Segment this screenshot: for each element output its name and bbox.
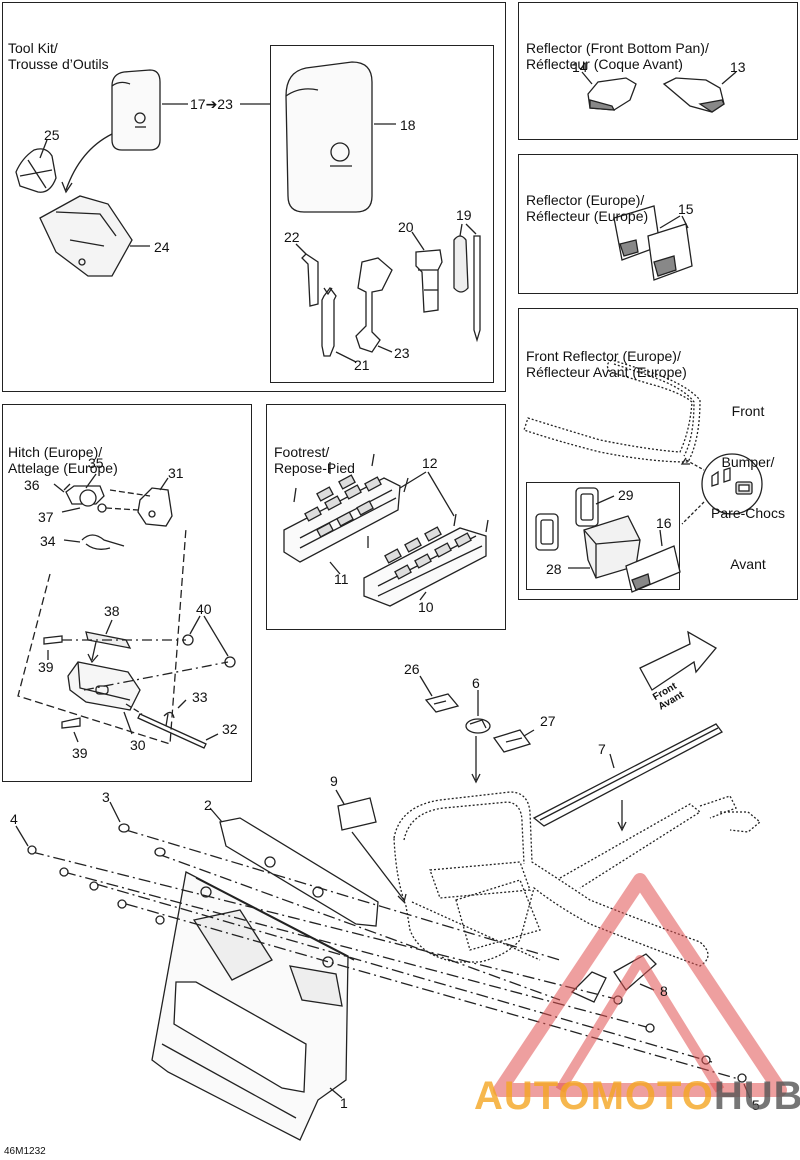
part-number-35: 35 [88, 455, 104, 471]
spanner-23 [355, 257, 393, 353]
nuts-4 [27, 845, 165, 925]
part-number-26: 26 [404, 661, 420, 677]
bolt-39-top [43, 635, 63, 645]
part-number-38: 38 [104, 603, 120, 619]
part-number-19: 19 [456, 207, 472, 223]
front-direction-arrow [639, 630, 717, 691]
part-number-10: 10 [418, 599, 434, 615]
rivets-3 [118, 823, 166, 857]
watermark-moto: MOTO [590, 1074, 714, 1118]
part-number-31: 31 [168, 465, 184, 481]
part-number-34: 34 [40, 533, 56, 549]
part-number-18: 18 [400, 117, 416, 133]
part-number-39-bottom: 39 [72, 745, 88, 761]
part-number-13: 13 [730, 59, 746, 75]
part-number-37: 37 [38, 509, 54, 525]
part-number-20: 20 [398, 219, 414, 235]
part-number-14: 14 [572, 59, 588, 75]
part-number-16: 16 [656, 515, 672, 531]
reflector-plates-15 [613, 205, 693, 281]
part-number-27: 27 [540, 713, 556, 729]
hitch-europe-title: Hitch (Europe)/Attelage (Europe) [8, 444, 118, 476]
reflector-14 [587, 77, 637, 111]
tool-kit-title: Tool Kit/Trousse d’Outils [8, 40, 109, 72]
watermark-auto: AUTO [474, 1074, 591, 1118]
part-number-2: 2 [204, 797, 212, 813]
footrest-10 [363, 513, 489, 607]
part-number-30: 30 [130, 737, 146, 753]
tool-bag-large-18 [285, 61, 373, 213]
mudflap-1 [151, 871, 355, 1141]
hitch-clip-33 [163, 711, 175, 727]
part-number-29: 29 [618, 487, 634, 503]
wrench-21 [321, 286, 337, 357]
part-number-32: 32 [222, 721, 238, 737]
reflector-frame-left [535, 513, 559, 551]
hitch-bracket-31 [137, 487, 173, 527]
hitch-pin-34 [81, 534, 125, 550]
part-number-24: 24 [154, 239, 170, 255]
cap-6 [465, 718, 491, 734]
part-number-33: 33 [192, 689, 208, 705]
front-reflector-europe-title: Front Reflector (Europe)/Réflecteur Avan… [526, 348, 687, 380]
strap-25 [15, 148, 57, 193]
watermark-logo [493, 873, 787, 1097]
tool-holder-24 [39, 195, 133, 277]
front-bumper-outline [523, 359, 701, 463]
hitch-europe-panel [2, 404, 252, 782]
hitch-pin-32 [137, 713, 207, 749]
decal-9 [337, 797, 377, 831]
allen-key-22 [301, 253, 319, 307]
part-number-6: 6 [472, 675, 480, 691]
bolt-39-bottom [61, 717, 81, 729]
part-number-12: 12 [422, 455, 438, 471]
watermark-hub: HUB [713, 1074, 800, 1118]
footrest-title: Footrest/Repose-Pied [274, 444, 355, 476]
part-number-23: 23 [394, 345, 410, 361]
screwdriver-19 [453, 235, 481, 343]
part-number-28: 28 [546, 561, 562, 577]
hitch-assembly-dashed-outline [17, 527, 187, 745]
part-number-22: 22 [284, 229, 300, 245]
part-number-7: 7 [598, 741, 606, 757]
label-decal-26 [424, 693, 460, 713]
reflector-front-bottom-pan-title: Reflector (Front Bottom Pan)/Réflecteur … [526, 40, 709, 72]
hitch-clip-35 [65, 485, 107, 513]
figure-code: 46M1232 [4, 1146, 46, 1157]
part-number-25: 25 [44, 127, 60, 143]
part-number-5: 5 [752, 1097, 760, 1113]
tool-kit-range-label: 17➔23 [190, 96, 233, 112]
chassis-frame-outline [393, 791, 762, 967]
part-number-1: 1 [340, 1095, 348, 1111]
spark-plug-socket-20 [415, 249, 443, 313]
reflector-front-bottom-pan-panel [518, 2, 798, 140]
part-number-21: 21 [354, 357, 370, 373]
part-number-15: 15 [678, 201, 694, 217]
reflector-plate-16 [625, 545, 681, 593]
part-number-39-top: 39 [38, 659, 54, 675]
part-number-36: 36 [24, 477, 40, 493]
footrest-11 [283, 453, 409, 563]
tool-bag-small [111, 69, 161, 151]
label-decal-27 [492, 729, 532, 753]
watermark-text: AUTOMOTOHUB [474, 1074, 800, 1119]
part-number-9: 9 [330, 773, 338, 789]
part-number-40: 40 [196, 601, 212, 617]
part-number-4: 4 [10, 811, 18, 827]
reflector-europe-title: Reflector (Europe)/Réflecteur (Europe) [526, 192, 649, 224]
part-number-3: 3 [102, 789, 110, 805]
reflector-detail-callout [701, 453, 763, 515]
fastener-lines [31, 829, 743, 1081]
part-number-11: 11 [334, 571, 349, 587]
reflector-13 [662, 77, 725, 113]
trim-strip-7 [532, 723, 723, 827]
front-bumper-label: Front Bumper/ Pare-Chocs Avant [711, 403, 785, 572]
reflector-frame-29 [575, 487, 599, 527]
part-number-8: 8 [660, 983, 668, 999]
